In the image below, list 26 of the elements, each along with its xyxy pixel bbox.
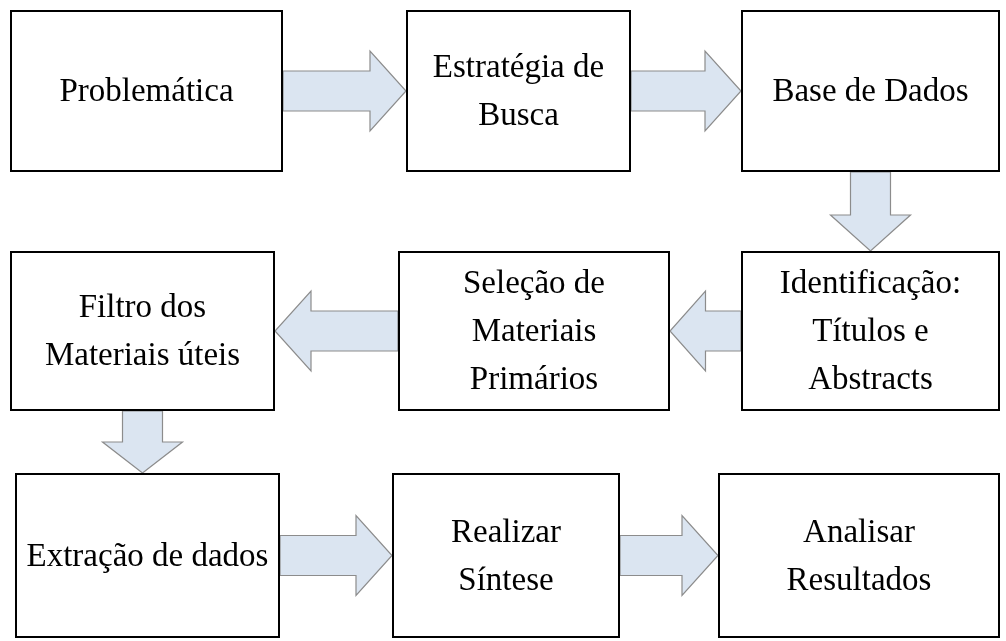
process-box: [15, 473, 280, 638]
box-label: Seleção de Materiais Primários: [462, 263, 606, 398]
box-label: Identificação: Títulos e Abstracts: [778, 263, 963, 398]
process-box: [392, 473, 620, 638]
block-arrow: [279, 513, 393, 598]
process-box: [718, 473, 1000, 638]
box-label: Filtro dos Materiais úteis: [43, 287, 242, 374]
process-box: [741, 10, 1000, 172]
block-arrow: [282, 49, 407, 133]
process-box: [398, 251, 670, 411]
process-box: [406, 10, 631, 172]
block-arrow: [100, 410, 185, 474]
box-label: Base de Dados: [772, 71, 969, 111]
box-label: Realizar Síntese: [450, 511, 562, 599]
process-box: [10, 251, 275, 411]
block-arrow: [274, 289, 399, 373]
box-label: Estratégia de Busca: [431, 47, 606, 134]
block-arrow: [828, 171, 913, 252]
block-arrow: [669, 289, 742, 373]
process-box: [10, 10, 283, 172]
box-label: Problemática: [59, 71, 234, 111]
box-label: Extração de dados: [26, 535, 269, 575]
block-arrow: [630, 49, 742, 133]
process-box: [741, 251, 1000, 411]
block-arrow: [619, 513, 719, 598]
box-label: Analisar Resultados: [785, 511, 933, 599]
